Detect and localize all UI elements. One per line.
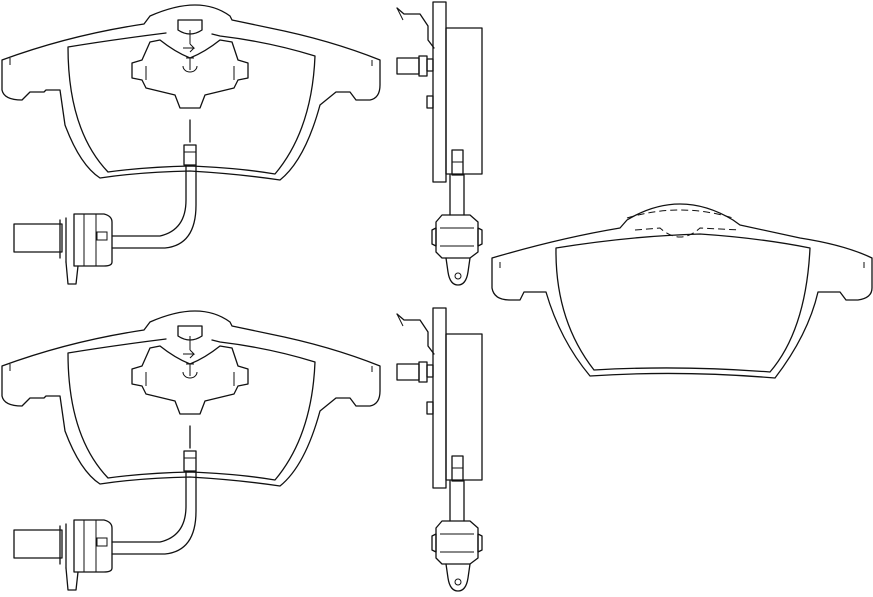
side-view-top xyxy=(396,1,483,286)
back-view-right xyxy=(491,203,873,379)
side-view-bottom xyxy=(396,307,483,592)
front-view-top xyxy=(1,4,381,285)
front-view-bottom xyxy=(1,310,381,591)
